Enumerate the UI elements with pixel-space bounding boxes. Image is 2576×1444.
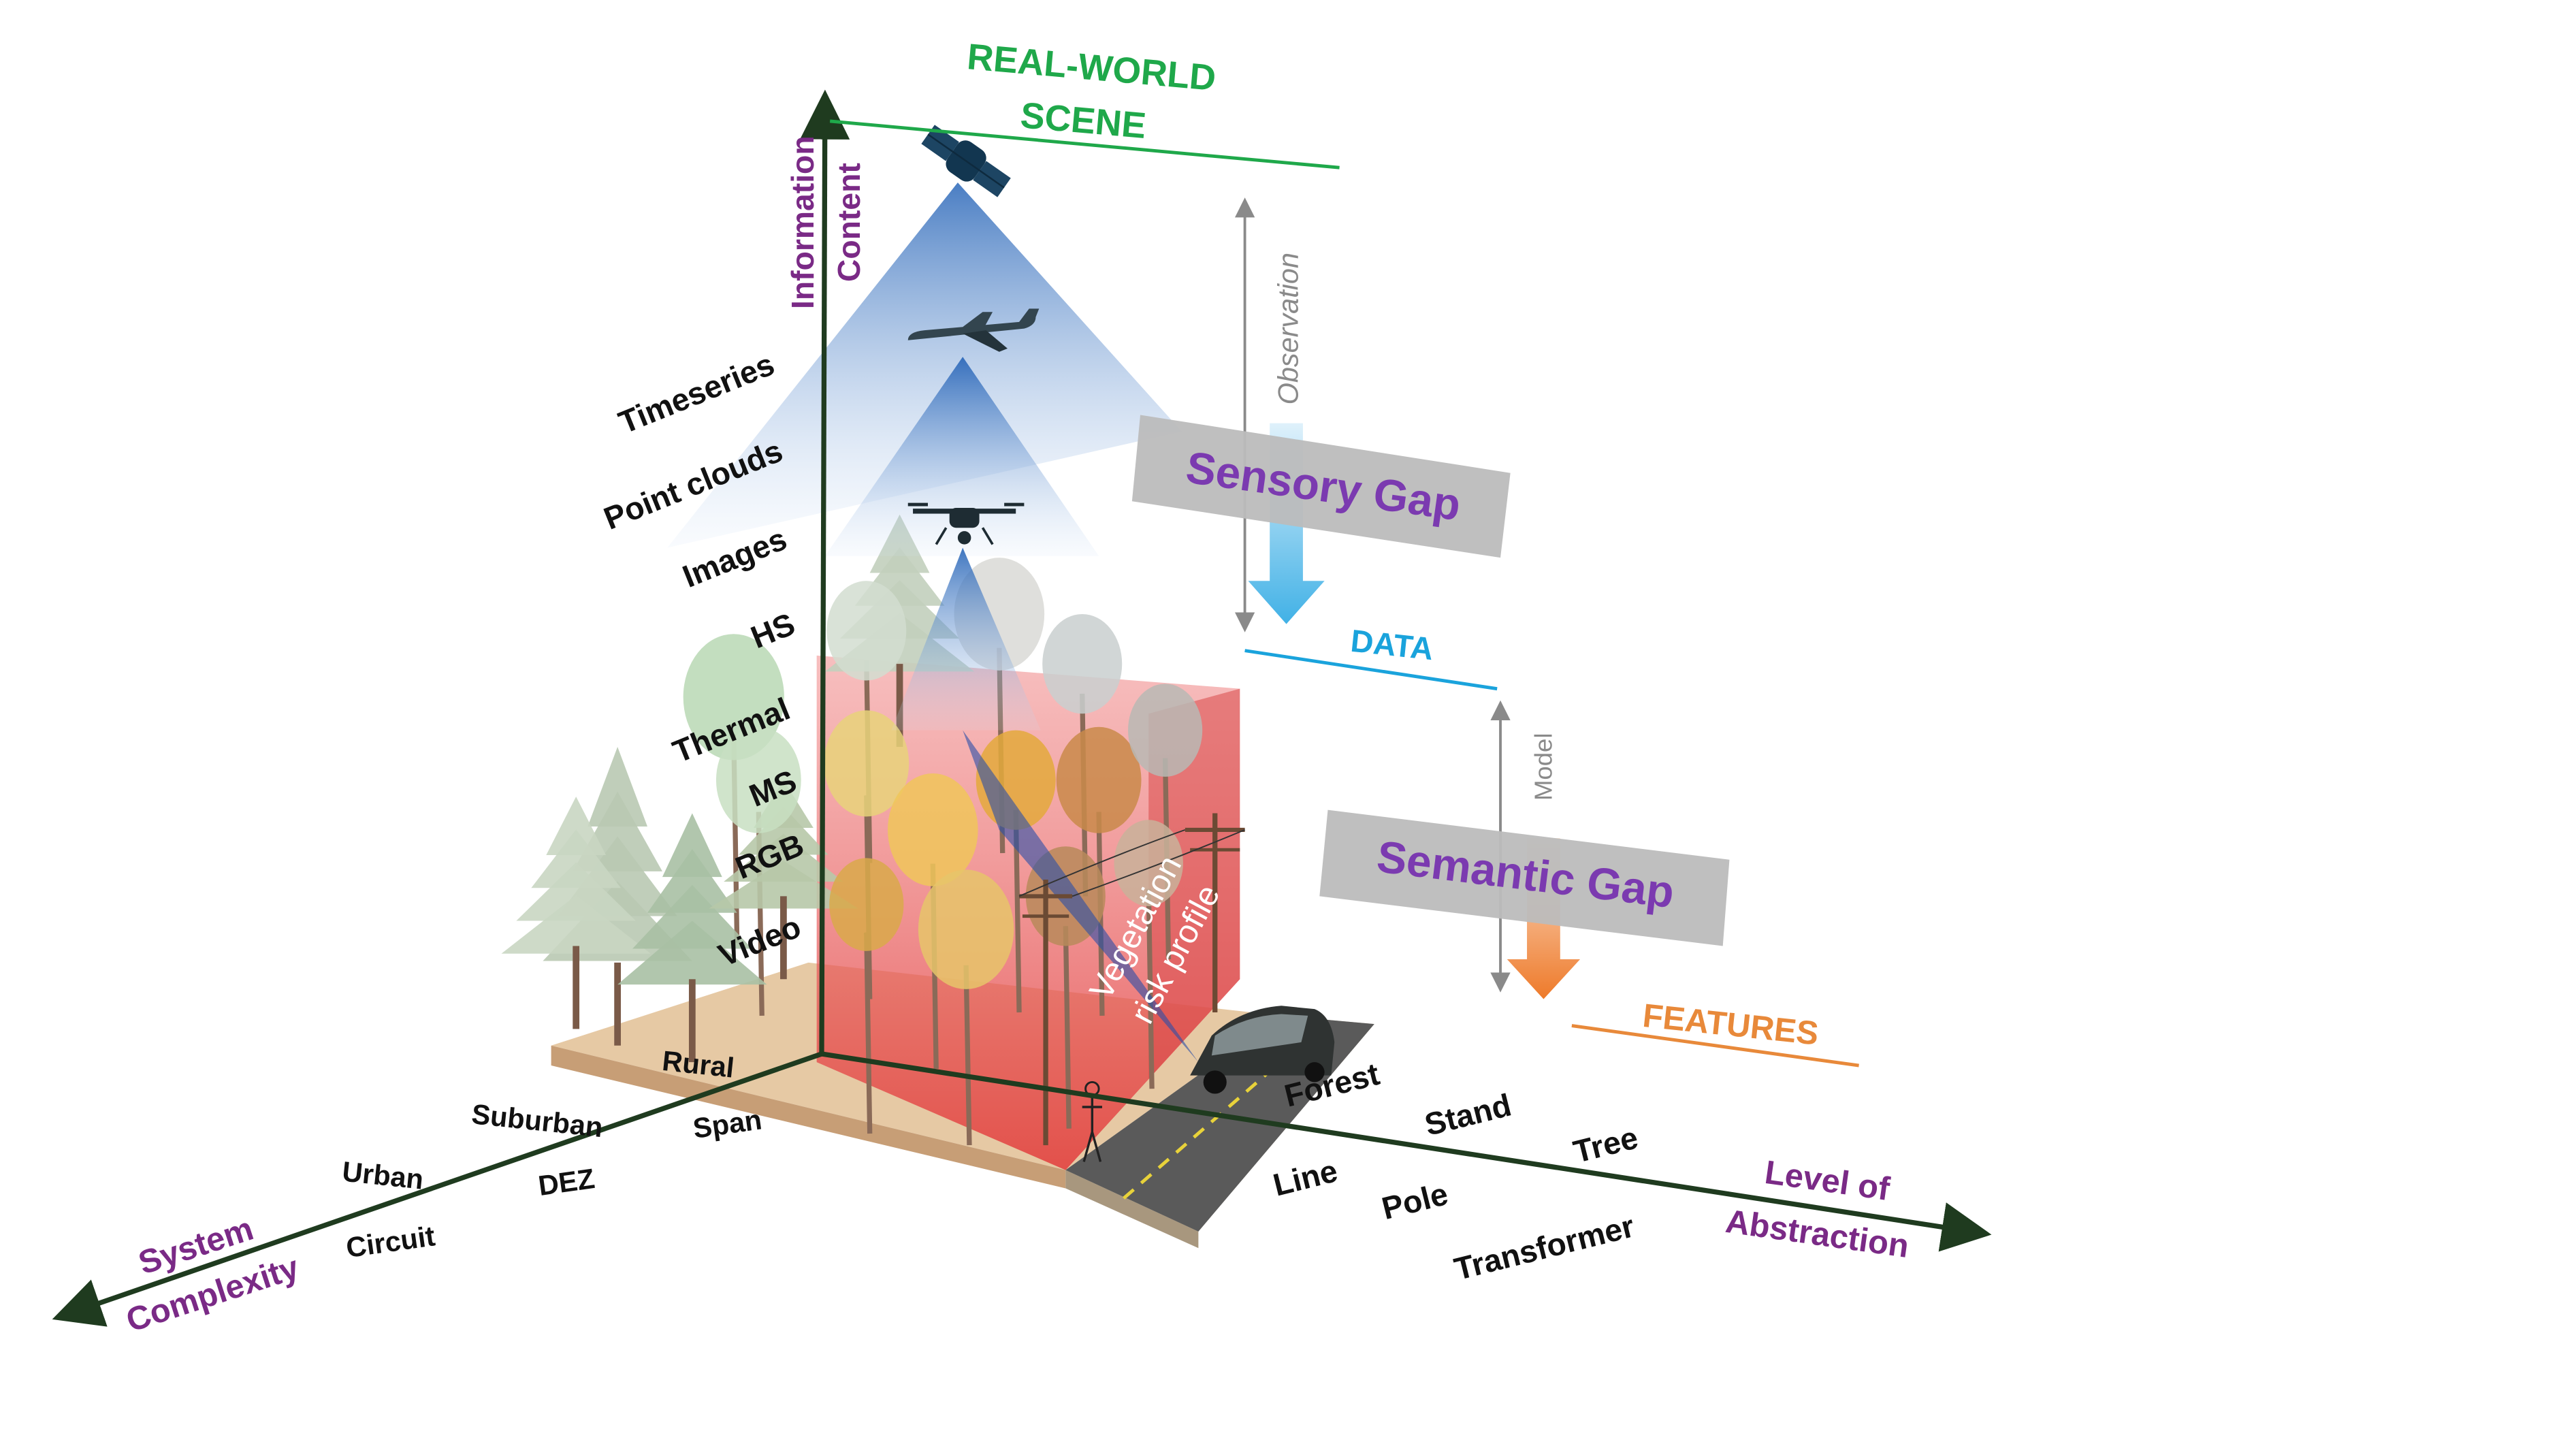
conifer-tree	[662, 813, 722, 878]
features-label: FEATURES	[1641, 997, 1820, 1053]
deciduous-tree	[918, 869, 1014, 989]
complexity-label: Rural	[661, 1044, 736, 1084]
complexity-label: Span	[691, 1103, 764, 1144]
abstraction-label: Line	[1270, 1153, 1341, 1202]
data-type-label: Timeseries	[614, 346, 779, 440]
axis-information-content	[800, 89, 850, 1055]
deciduous-tree	[1056, 726, 1142, 833]
conifer-tree	[546, 797, 607, 855]
tree-trunk	[1063, 926, 1072, 1129]
abstraction-label: Stand	[1421, 1087, 1515, 1143]
deciduous-tree	[829, 858, 904, 951]
model-label: Model	[1530, 733, 1558, 801]
conifer-tree	[501, 895, 651, 954]
real-world-label: REAL-WORLD	[965, 36, 1217, 99]
tree-trunk	[864, 932, 873, 1134]
observation-arrow: Observation	[1234, 197, 1325, 632]
semantic-gap-box: Semantic Gap	[1319, 809, 1730, 946]
conifer-tree	[647, 849, 737, 913]
car-icon	[1190, 1006, 1335, 1094]
features-line	[1571, 1024, 1859, 1068]
utility-poles	[1018, 813, 1245, 1146]
complexity-label: Circuit	[344, 1219, 437, 1264]
complexity-labels: Rural Suburban Urban Span DEZ Circuit	[340, 1044, 763, 1264]
complexity-label: Suburban	[470, 1097, 605, 1143]
deciduous-tree	[824, 710, 909, 817]
deciduous-tree	[715, 726, 801, 833]
conifer-tree	[632, 884, 752, 949]
deciduous-tree	[1042, 613, 1123, 714]
axis-system-complexity	[52, 1051, 823, 1327]
deciduous-tree	[1127, 684, 1203, 777]
deciduous-tree	[888, 773, 978, 886]
axis-level-of-abstraction	[821, 1051, 1992, 1252]
tree-trunk	[963, 965, 972, 1146]
complexity-label: DEZ	[536, 1162, 597, 1202]
real-world-line	[829, 119, 1340, 170]
axes	[52, 89, 1992, 1327]
observation-label: Observation	[1272, 253, 1304, 404]
data-line	[1244, 649, 1498, 691]
conifer-tree	[587, 747, 648, 827]
abstraction-label: Transformer	[1451, 1208, 1638, 1287]
conifer-tree	[617, 920, 767, 985]
tree-trunk	[1146, 888, 1155, 1089]
abstraction-label: Pole	[1379, 1176, 1451, 1226]
conifer-tree	[724, 833, 843, 882]
data-label: DATA	[1349, 623, 1435, 667]
deciduous-tree	[826, 581, 907, 681]
drone-icon	[907, 502, 1025, 545]
sensory-gap-box: Sensory Gap	[1131, 415, 1511, 558]
airplane-icon	[907, 308, 1040, 352]
axis-title-information: Information	[785, 135, 820, 309]
conifer-tree	[739, 807, 828, 855]
deciduous-tree	[1114, 820, 1183, 907]
abstraction-label: Tree	[1570, 1119, 1641, 1169]
satellite-icon	[921, 125, 1011, 197]
axis-title-content: Content	[831, 163, 867, 282]
axis-title-abstraction: Abstraction	[1724, 1203, 1912, 1265]
complexity-label: Urban	[340, 1155, 425, 1196]
conifer-tree	[516, 862, 636, 921]
conifer-tree	[531, 829, 622, 888]
